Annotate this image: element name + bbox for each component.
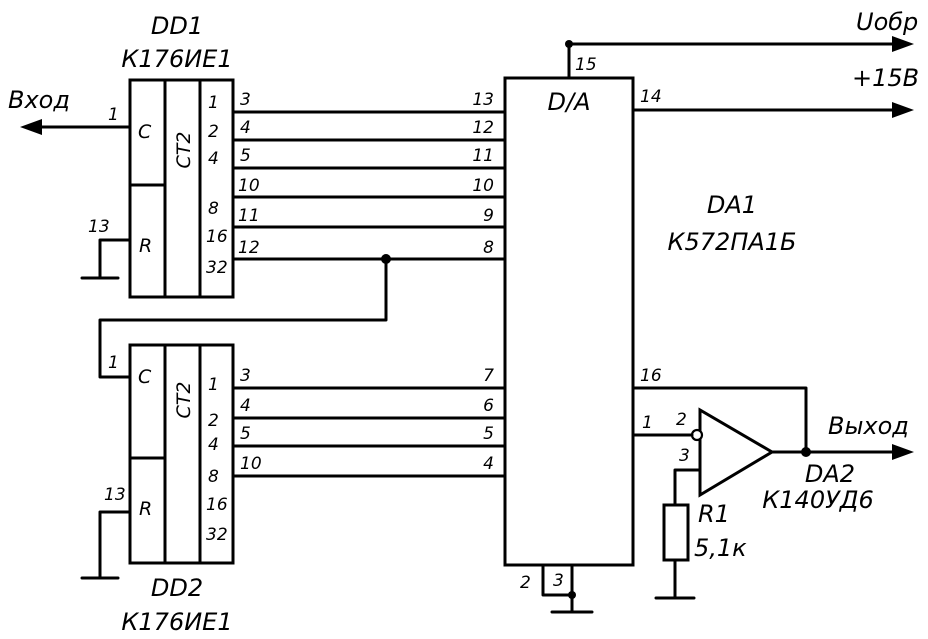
dd1-out-pin: 12 bbox=[238, 238, 260, 258]
da1-ref: DA1 bbox=[707, 191, 757, 219]
junction-dot bbox=[568, 591, 576, 599]
da1-in-pin: 13 bbox=[472, 90, 494, 110]
output-arrow-icon bbox=[892, 444, 914, 460]
dd2-q-label: 1 bbox=[208, 375, 219, 395]
dd2-ct2-label: CT2 bbox=[173, 382, 195, 419]
r1-value: 5,1к bbox=[694, 534, 747, 562]
r1-body bbox=[662, 503, 690, 562]
da1-in-pin: 4 bbox=[483, 454, 494, 474]
dd1-q-label: 1 bbox=[208, 93, 219, 113]
output-terminal: Выход bbox=[770, 412, 914, 460]
dac-output-wire: 1 2 bbox=[631, 410, 694, 437]
dd1-q-label: 4 bbox=[208, 149, 219, 169]
dd1-q-label: 8 bbox=[208, 199, 219, 219]
da1-gnd-pin: 3 bbox=[553, 571, 564, 591]
vref-arrow-icon bbox=[892, 36, 914, 52]
feedback-wire: 16 bbox=[631, 366, 808, 454]
dd2-reset-ground: 13 bbox=[80, 485, 132, 580]
da1-in-pin: 10 bbox=[472, 176, 494, 196]
dd2-r-label: R bbox=[139, 498, 152, 520]
da1-in-pin: 7 bbox=[483, 366, 494, 386]
da1-dac: D/A DA1 К572ПА1Б bbox=[503, 76, 797, 567]
dd1-reset-ground: 13 bbox=[80, 217, 132, 280]
dd1-ct2-label: CT2 bbox=[173, 132, 195, 169]
dd2-counter: C R CT2 1 2 4 8 16 32 DD2 К176ИЕ1 bbox=[121, 343, 235, 636]
da1-body bbox=[503, 76, 635, 567]
da1-in-pin: 9 bbox=[483, 206, 494, 226]
dd1-q-label: 2 bbox=[208, 122, 219, 142]
dd1-out-pin: 11 bbox=[238, 206, 260, 226]
da1-in-pin: 6 bbox=[483, 396, 494, 416]
dd1-out-pin: 4 bbox=[240, 118, 251, 138]
output-label: Выход bbox=[828, 412, 909, 440]
dd2-out-pin: 10 bbox=[240, 454, 262, 474]
da2-opamp: DA2 К140УД6 bbox=[690, 407, 874, 514]
da1-in-pin: 12 bbox=[472, 118, 494, 138]
dd1-part: К176ИЕ1 bbox=[121, 45, 232, 73]
input-label: Вход bbox=[8, 86, 70, 114]
supply-arrow-icon bbox=[892, 102, 914, 118]
dd2-out-pin: 3 bbox=[240, 366, 251, 386]
da2-pin-inv: 2 bbox=[676, 410, 687, 430]
dd2-q-label: 16 bbox=[206, 495, 228, 515]
da2-body bbox=[698, 407, 775, 498]
dd2-q-label: 32 bbox=[206, 525, 228, 545]
dd1-counter: C R CT2 1 2 4 8 16 32 DD1 К176ИЕ1 bbox=[121, 12, 235, 299]
dd2-pin-r: 13 bbox=[104, 485, 126, 505]
da2-ref: DA2 bbox=[805, 460, 855, 488]
supply-label: +15В bbox=[852, 64, 919, 92]
da1-ground: 2 3 bbox=[520, 563, 594, 614]
da1-in-pin: 11 bbox=[472, 146, 494, 166]
dd2-pin-c: 1 bbox=[108, 353, 119, 373]
da1-pin-vref: 15 bbox=[575, 55, 597, 75]
dd1-out-pin: 10 bbox=[238, 176, 260, 196]
dd1-ref: DD1 bbox=[151, 12, 203, 40]
dd2-part: К176ИЕ1 bbox=[121, 608, 232, 636]
dd1-body bbox=[128, 78, 235, 299]
dd1-q-label: 32 bbox=[206, 258, 228, 278]
da1-in-pin: 5 bbox=[483, 424, 494, 444]
da1-in-pin: 8 bbox=[483, 238, 494, 258]
dd1-q-label: 16 bbox=[206, 227, 228, 247]
da1-pin-supply: 14 bbox=[640, 87, 662, 107]
dd1-pin-r: 13 bbox=[88, 217, 110, 237]
da1-gnd-pin: 2 bbox=[520, 573, 531, 593]
junction-dot bbox=[801, 447, 811, 457]
dd1-bus: 3 4 5 10 11 12 13 12 11 10 9 8 bbox=[231, 90, 507, 261]
r1-resistor: 3 R1 5,1к bbox=[654, 446, 747, 600]
da2-part: К140УД6 bbox=[762, 486, 874, 514]
da1-part: К572ПА1Б bbox=[667, 228, 796, 256]
dd1-pin-c: 1 bbox=[108, 105, 119, 125]
da1-func: D/A bbox=[548, 88, 591, 116]
dd2-q-label: 4 bbox=[208, 435, 219, 455]
dd1-out-pin: 3 bbox=[240, 90, 251, 110]
dd2-body bbox=[128, 343, 235, 565]
supply-terminal: +15В 14 bbox=[631, 64, 919, 118]
da1-pin-fb: 16 bbox=[640, 366, 662, 386]
dd1-c-label: C bbox=[138, 121, 152, 143]
vref-label: Uобр bbox=[856, 8, 918, 36]
r1-ref: R1 bbox=[698, 500, 730, 528]
dd2-out-pin: 4 bbox=[240, 396, 251, 416]
dd2-bus: 3 4 5 10 7 6 5 4 bbox=[231, 366, 507, 478]
input-arrow-icon bbox=[20, 119, 42, 135]
dd2-c-label: C bbox=[138, 366, 152, 388]
junction-dot bbox=[565, 40, 573, 48]
input-terminal: Вход 1 bbox=[8, 86, 132, 135]
vref-terminal: Uобр 15 bbox=[565, 8, 918, 80]
dd2-q-label: 2 bbox=[208, 411, 219, 431]
dd2-q-label: 8 bbox=[208, 467, 219, 487]
dd1-out-pin: 5 bbox=[240, 146, 251, 166]
da2-pin-noninv: 3 bbox=[679, 446, 690, 466]
dd2-out-pin: 5 bbox=[240, 424, 251, 444]
dd2-ref: DD2 bbox=[151, 574, 203, 602]
dd1-r-label: R bbox=[139, 235, 152, 257]
da1-pin-out: 1 bbox=[642, 413, 653, 433]
